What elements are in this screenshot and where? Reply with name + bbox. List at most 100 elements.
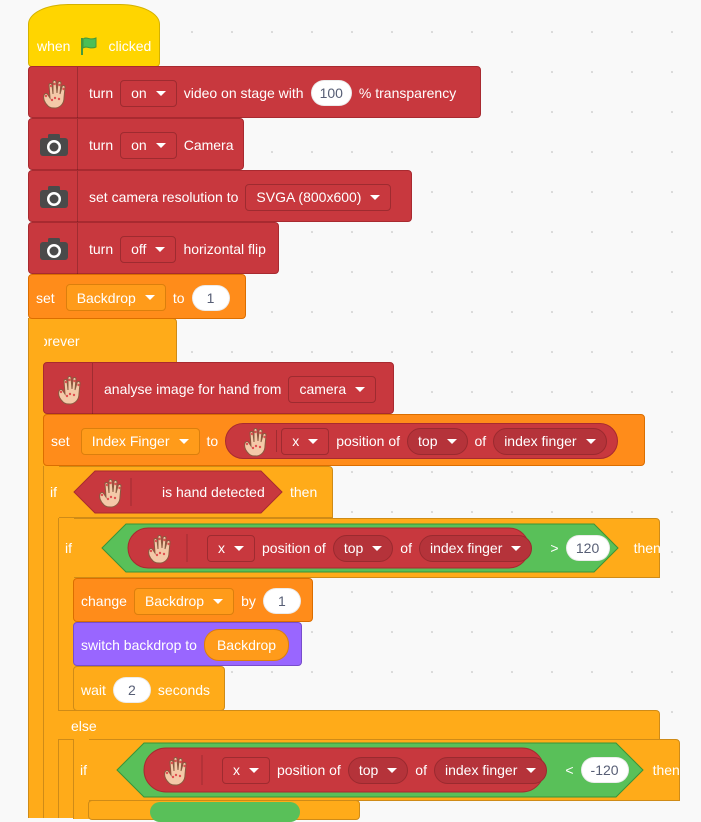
part-dropdown[interactable]: top — [407, 427, 468, 455]
when-label: when — [37, 38, 71, 54]
chevron-down-icon — [144, 295, 155, 300]
greater-than-sign: > — [550, 540, 559, 556]
chevron-down-icon — [370, 194, 381, 200]
chevron-down-icon — [308, 438, 319, 444]
hand-icon — [238, 424, 272, 458]
to-label: to — [172, 289, 185, 306]
analyse-label: analyse image for hand from — [104, 381, 282, 397]
turn-camera-block[interactable]: turn on Camera — [28, 118, 244, 171]
resolution-label: set camera resolution to — [89, 189, 239, 205]
switch-backdrop-block[interactable]: switch backdrop to Backdrop — [73, 622, 302, 666]
camera-state-dropdown[interactable]: on — [120, 131, 177, 159]
chevron-down-icon — [585, 438, 596, 444]
clicked-label: clicked — [108, 38, 152, 54]
chevron-down-icon — [155, 246, 166, 252]
camera-label: Camera — [183, 137, 234, 153]
position-of-label: position of — [336, 433, 401, 449]
if-label: if — [65, 540, 72, 556]
threshold-input[interactable]: -120 — [580, 757, 629, 783]
of-label: of — [400, 540, 412, 556]
value-input[interactable]: 1 — [191, 284, 230, 311]
else-label: else — [71, 718, 97, 734]
to-label: to — [206, 433, 219, 449]
then-label: then — [290, 484, 318, 500]
part-dropdown[interactable]: top — [332, 534, 394, 562]
set-index-finger-block[interactable]: set Index Finger to x position of top of… — [43, 414, 645, 466]
set-label: set — [36, 289, 55, 306]
value-input[interactable]: 1 — [262, 588, 301, 614]
transparency-label: % transparency — [358, 85, 457, 101]
video-label: video on stage with — [183, 85, 304, 101]
of-label: of — [415, 762, 427, 778]
flip-state-dropdown[interactable]: off — [120, 235, 177, 263]
change-backdrop-block[interactable]: change Backdrop by 1 — [73, 578, 313, 622]
less-than-sign: < — [565, 762, 574, 778]
chevron-down-icon — [155, 142, 166, 148]
analyse-image-block[interactable]: analyse image for hand from camera — [43, 362, 394, 415]
finger-dropdown[interactable]: index finger — [433, 756, 548, 784]
chevron-down-icon — [526, 767, 537, 773]
turn-video-block[interactable]: turn on video on stage with 100 % transp… — [28, 66, 481, 119]
is-hand-detected-hexagon[interactable] — [73, 470, 283, 514]
chevron-down-icon — [387, 767, 398, 773]
hand-icon — [37, 76, 71, 110]
video-state-dropdown[interactable]: on — [120, 79, 177, 107]
chevron-down-icon — [234, 545, 244, 551]
camera-resolution-block[interactable]: set camera resolution to SVGA (800x600) — [28, 170, 412, 223]
chevron-down-icon — [372, 545, 383, 551]
backdrop-reporter[interactable]: Backdrop — [203, 629, 290, 661]
hand-icon — [52, 372, 86, 406]
resolution-dropdown[interactable]: SVGA (800x600) — [245, 183, 392, 211]
if-greater-arm — [58, 518, 74, 818]
set-backdrop-block[interactable]: set Backdrop to 1 — [28, 274, 246, 319]
camera-icon — [37, 180, 71, 214]
green-flag-icon — [77, 34, 101, 58]
set-label: set — [51, 433, 70, 449]
axis-dropdown[interactable]: x — [281, 427, 330, 455]
else-block[interactable]: else — [58, 710, 660, 740]
chevron-down-icon — [511, 545, 522, 551]
threshold-input[interactable]: 120 — [565, 535, 610, 561]
variable-dropdown[interactable]: Backdrop — [65, 284, 166, 311]
seconds-input[interactable]: 2 — [112, 676, 151, 703]
turn-label: turn — [89, 85, 114, 101]
by-label: by — [241, 593, 256, 609]
camera-icon — [37, 232, 71, 266]
horizontal-flip-block[interactable]: turn off horizontal flip — [28, 222, 279, 275]
chevron-down-icon — [155, 90, 166, 96]
chevron-down-icon — [446, 438, 457, 444]
then-label: then — [652, 762, 680, 778]
inner-operator-stub — [150, 802, 300, 822]
wait-label: wait — [81, 681, 106, 698]
of-label: of — [474, 433, 487, 449]
when-flag-clicked-hat[interactable]: when clicked — [28, 4, 160, 67]
if-label: if — [80, 762, 87, 778]
seconds-label: seconds — [157, 681, 211, 698]
turn-label: turn — [89, 137, 114, 153]
if-label: if — [50, 484, 57, 500]
axis-dropdown[interactable]: x — [207, 534, 255, 562]
if-greater-row: if x position of top of index finger > 1… — [58, 523, 668, 573]
if-hand-detected-row: if is hand detected then — [43, 466, 324, 518]
flip-label: horizontal flip — [183, 241, 266, 257]
variable-dropdown[interactable]: Backdrop — [133, 587, 235, 615]
forever-label: forever — [36, 333, 80, 349]
variable-dropdown[interactable]: Index Finger — [80, 427, 200, 455]
if-less-row: if x position of top of index finger < -… — [73, 742, 687, 798]
turn-label: turn — [89, 241, 114, 257]
forever-arm — [28, 318, 44, 818]
finger-dropdown[interactable]: index finger — [493, 427, 607, 455]
source-dropdown[interactable]: camera — [288, 375, 377, 403]
axis-dropdown[interactable]: x — [222, 756, 270, 784]
then-label: then — [633, 540, 661, 556]
if-hand-detected-arm — [43, 466, 59, 818]
finger-position-reporter[interactable]: x position of top of index finger — [225, 423, 618, 459]
if-less-arm — [73, 739, 89, 819]
finger-dropdown[interactable]: index finger — [418, 534, 533, 562]
wait-block[interactable]: wait 2 seconds — [73, 666, 225, 711]
transparency-input[interactable]: 100 — [310, 80, 352, 106]
switch-backdrop-label: switch backdrop to — [81, 637, 197, 653]
chevron-down-icon — [213, 598, 224, 604]
position-of-label: position of — [262, 540, 326, 556]
part-dropdown[interactable]: top — [347, 756, 409, 784]
